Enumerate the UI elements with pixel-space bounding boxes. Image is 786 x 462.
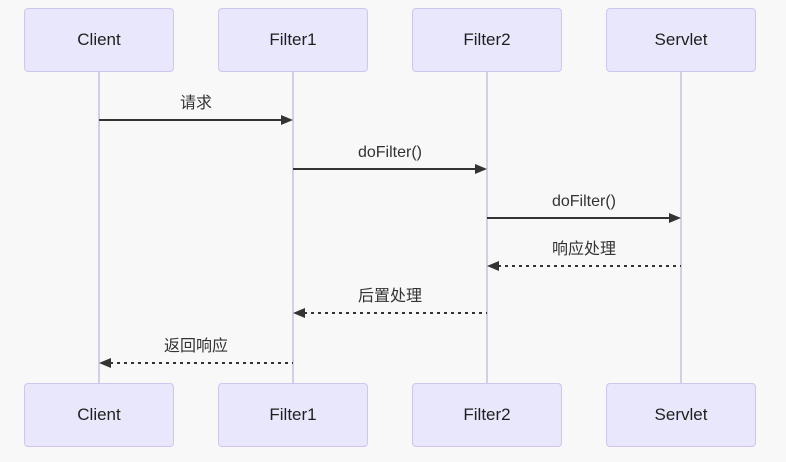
message-label: 后置处理 — [357, 288, 422, 305]
message-label: doFilter() — [551, 193, 616, 210]
arrow-line — [110, 362, 293, 364]
lifeline-servlet — [680, 72, 682, 383]
actor-bottom-filter2: Filter2 — [412, 383, 562, 447]
arrow-line — [304, 312, 487, 314]
actor-label: Servlet — [654, 405, 708, 424]
message-return-response: 返回响应 — [99, 329, 293, 369]
message-response-handling: 响应处理 — [487, 232, 681, 272]
arrowhead-right-icon — [669, 213, 681, 223]
message-request: 请求 — [99, 86, 293, 126]
arrowhead-left-icon — [293, 308, 305, 318]
arrowhead-right-icon — [475, 164, 487, 174]
actor-label: Client — [77, 405, 121, 424]
arrow-line — [487, 217, 670, 219]
lifeline-filter2 — [486, 72, 488, 383]
actor-label: Filter1 — [269, 405, 317, 424]
actor-label: Servlet — [654, 30, 708, 49]
actor-bottom-filter1: Filter1 — [218, 383, 368, 447]
message-label: 返回响应 — [163, 338, 228, 355]
actor-bottom-client: Client — [24, 383, 174, 447]
arrowhead-left-icon — [99, 358, 111, 368]
actor-label: Client — [77, 30, 121, 49]
message-dofilter-1: doFilter() — [293, 135, 487, 175]
message-post-processing: 后置处理 — [293, 279, 487, 319]
message-label: 请求 — [179, 95, 212, 112]
message-label: 响应处理 — [551, 241, 616, 258]
actor-top-filter2: Filter2 — [412, 8, 562, 72]
arrow-line — [293, 168, 476, 170]
actor-bottom-servlet: Servlet — [606, 383, 756, 447]
actor-top-client: Client — [24, 8, 174, 72]
arrowhead-left-icon — [487, 261, 499, 271]
lifeline-filter1 — [292, 72, 294, 383]
arrowhead-right-icon — [281, 115, 293, 125]
actor-label: Filter2 — [463, 30, 511, 49]
lifeline-client — [98, 72, 100, 383]
actor-label: Filter1 — [269, 30, 317, 49]
actor-label: Filter2 — [463, 405, 511, 424]
arrow-line — [99, 119, 282, 121]
actor-top-servlet: Servlet — [606, 8, 756, 72]
message-label: doFilter() — [357, 144, 422, 161]
arrow-line — [498, 265, 681, 267]
message-dofilter-2: doFilter() — [487, 184, 681, 224]
actor-top-filter1: Filter1 — [218, 8, 368, 72]
